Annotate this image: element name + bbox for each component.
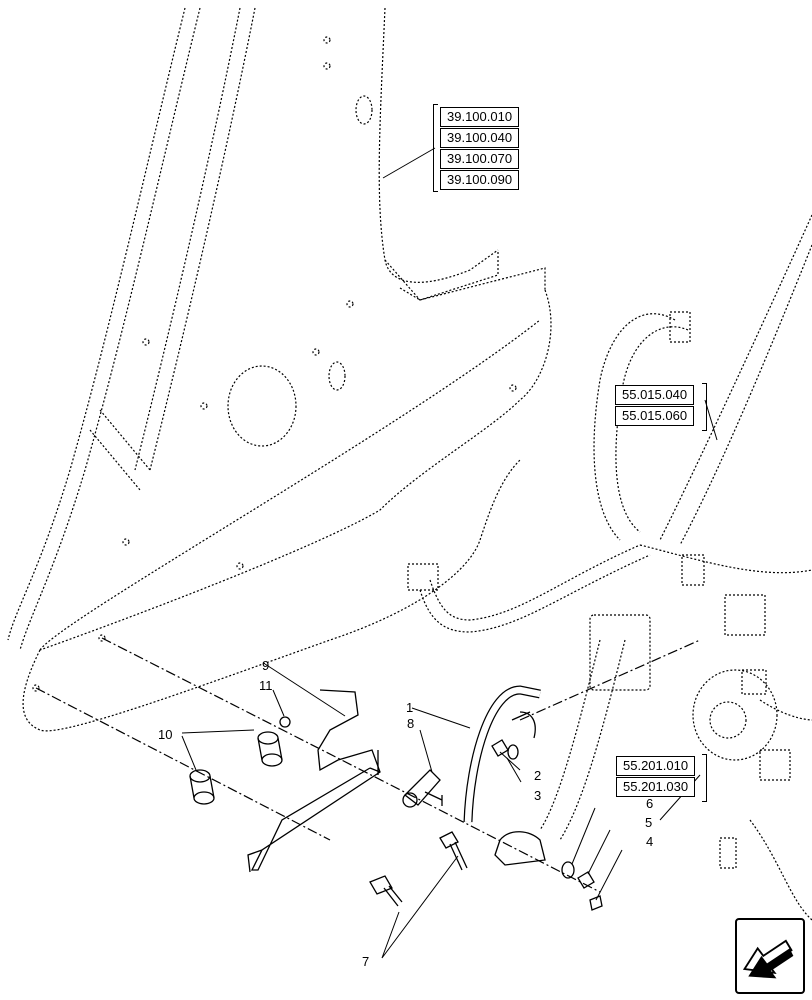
callout-10: 10 <box>158 727 173 742</box>
ref-55-015-060[interactable]: 55.015.060 <box>615 406 695 426</box>
callout-8: 8 <box>407 716 415 731</box>
assembly-axes <box>35 637 701 893</box>
loader-frame <box>7 7 552 732</box>
ref-group-b-bracket <box>702 383 707 431</box>
ref-55-201-030[interactable]: 55.201.030 <box>616 777 696 797</box>
next-page-arrow-icon <box>742 939 794 979</box>
callout-3: 3 <box>534 788 542 803</box>
ref-39-100-040[interactable]: 39.100.040 <box>440 128 520 148</box>
leader-lines <box>181 147 718 959</box>
callout-7: 7 <box>362 954 370 969</box>
ref-group-c-bracket <box>702 754 707 802</box>
wiring-harness <box>407 214 812 921</box>
callout-4: 4 <box>646 834 654 849</box>
callout-9: 9 <box>262 658 270 673</box>
callout-2: 2 <box>534 768 542 783</box>
ref-39-100-070[interactable]: 39.100.070 <box>440 149 520 169</box>
ref-39-100-010[interactable]: 39.100.010 <box>440 107 520 127</box>
ref-39-100-090[interactable]: 39.100.090 <box>440 170 520 190</box>
callout-5: 5 <box>645 815 653 830</box>
next-page-button[interactable] <box>735 918 805 994</box>
ref-55-201-010[interactable]: 55.201.010 <box>616 756 696 776</box>
callout-6: 6 <box>646 796 654 811</box>
callout-1: 1 <box>406 700 414 715</box>
callout-11: 11 <box>259 678 273 693</box>
ref-group-a-bracket <box>433 104 438 192</box>
bracket-part <box>247 689 381 873</box>
ref-55-015-040[interactable]: 55.015.040 <box>615 385 695 405</box>
parts <box>189 685 603 911</box>
